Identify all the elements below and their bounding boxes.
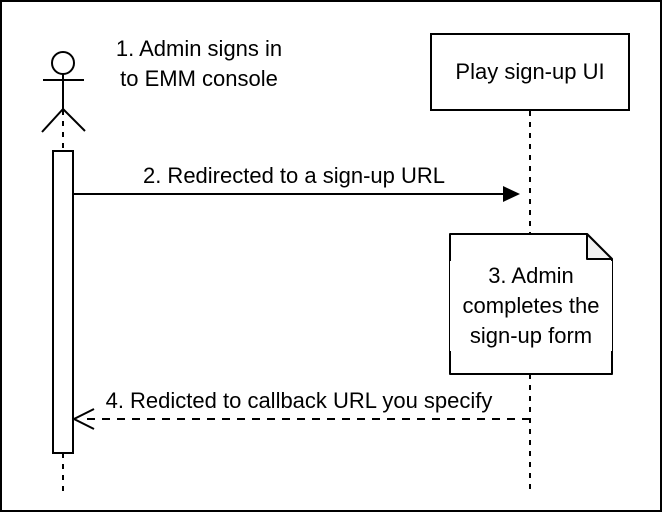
step1-actor-label: 1. Admin signs in to EMM console: [115, 36, 283, 91]
participant-label: Play sign-up UI: [455, 59, 605, 84]
note-fold-icon: [586, 233, 613, 260]
arrowhead-open-left-icon: [71, 408, 95, 430]
message-redirect-arrow: [73, 186, 520, 202]
note-label: 3. Admin completes the sign-up form: [450, 261, 612, 351]
actor-head: [51, 51, 75, 75]
participant-box: Play sign-up UI: [430, 33, 630, 111]
actor-leg-right: [62, 108, 86, 132]
arrowhead-filled-right-icon: [503, 186, 520, 202]
message-redirect-label: 2. Redirected to a sign-up URL: [142, 163, 446, 188]
activation-bar: [52, 150, 74, 454]
actor-icon: [41, 51, 86, 133]
actor-leg-left: [41, 108, 64, 133]
message-callback-label: 4. Redicted to callback URL you specify: [105, 388, 493, 413]
message-callback-arrow: [71, 408, 530, 430]
